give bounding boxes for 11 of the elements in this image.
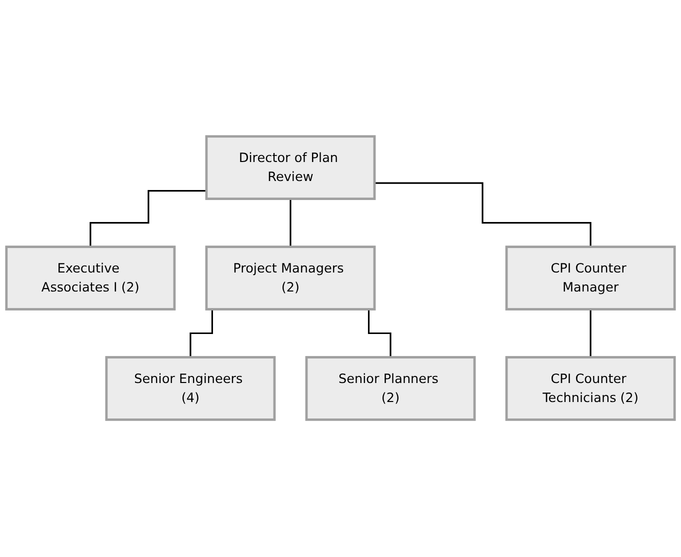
node-box: CPI Counter Technicians (2): [505, 356, 676, 422]
node-box: Senior Planners (2): [305, 356, 476, 422]
node-box: Executive Associates I (2): [5, 246, 176, 311]
connector: [374, 182, 592, 248]
node-box: Director of Plan Review: [205, 136, 376, 200]
node-box: Senior Engineers (4): [105, 356, 276, 422]
connector: [90, 190, 206, 248]
connector: [290, 198, 292, 248]
connector: [590, 308, 592, 359]
node-box: CPI Counter Manager: [505, 246, 676, 311]
node-box: Project Managers (2): [205, 246, 376, 311]
